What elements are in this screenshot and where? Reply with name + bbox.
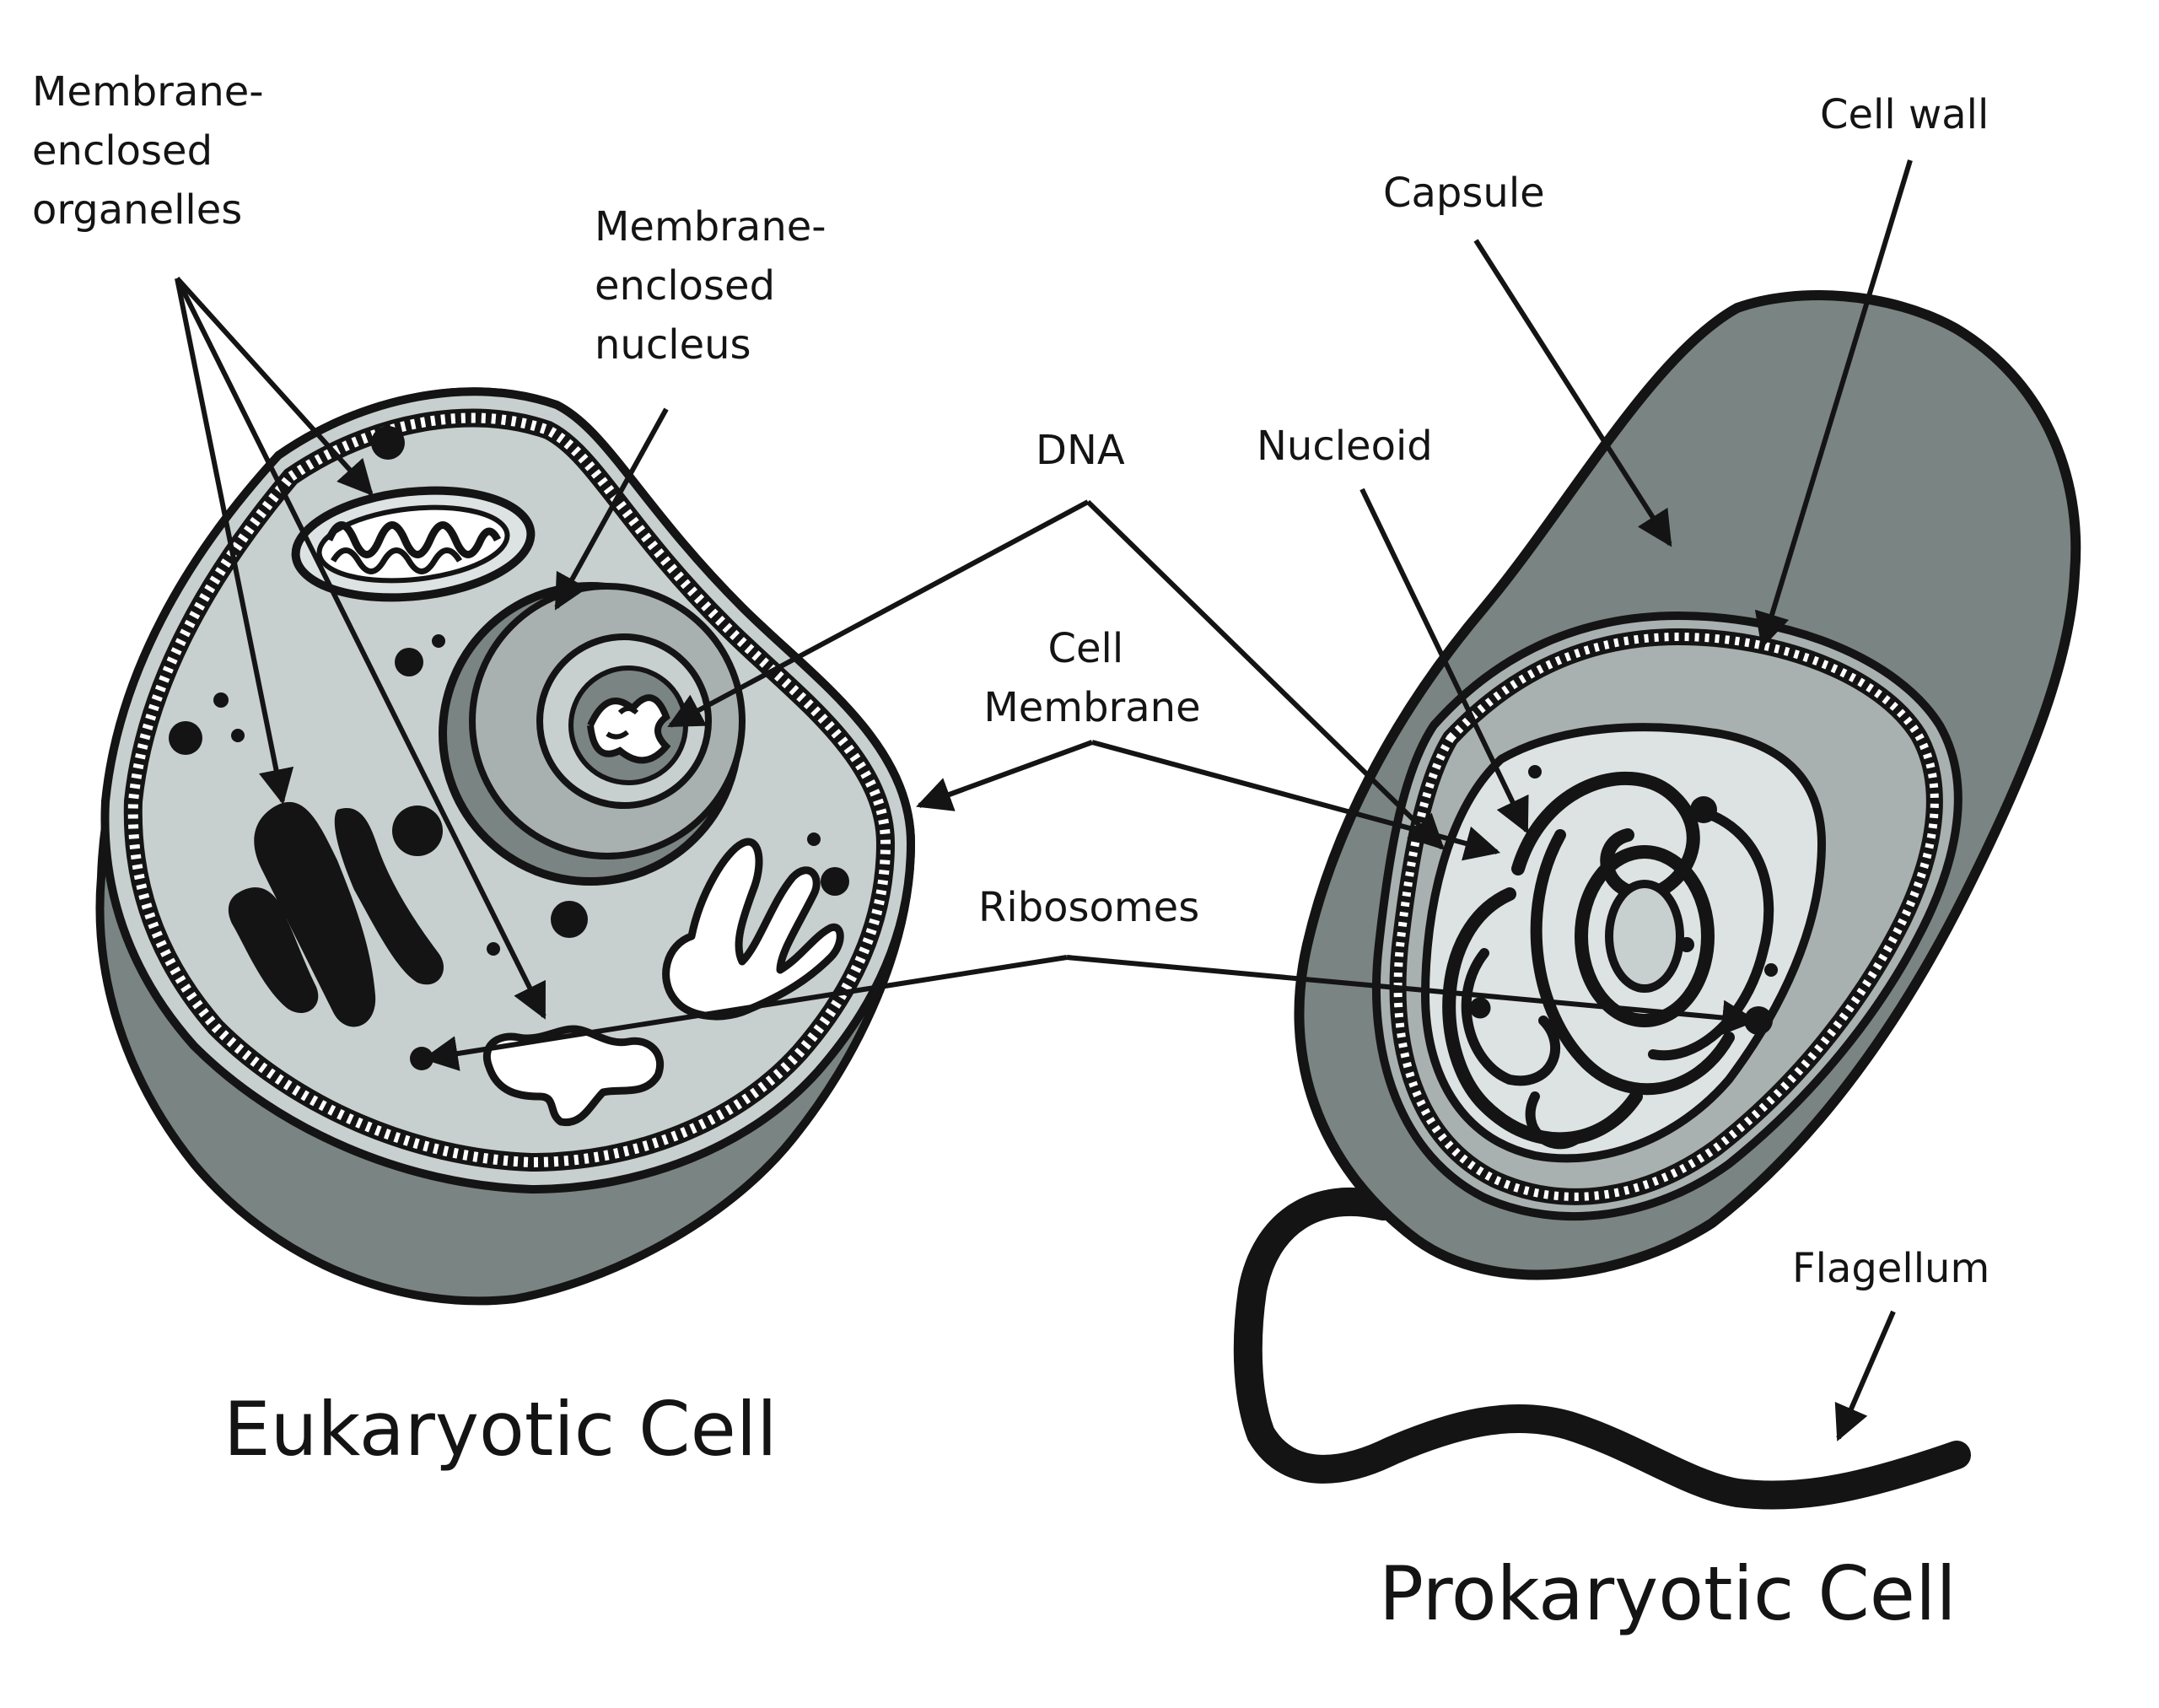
cell-wall-arrow [1754,159,1913,649]
organelles-arrow-er [175,277,546,1020]
organelles-arrow-golgi [175,277,294,806]
dna-arrow-eukaryote [667,499,1090,728]
flagellum [1233,1187,1971,1510]
eukaryotic-cell [95,387,916,1306]
title-eukaryotic-cell: Eukaryotic Cell [223,1386,778,1473]
golgi-apparatus [228,801,444,1027]
ribosomes-arrow-prokaryote [1066,955,1758,1036]
nucleus [439,582,746,886]
nucleus-dna [587,694,671,764]
eukaryotic-membrane-dashes [127,412,891,1168]
label-dna: DNA [1036,427,1125,474]
organelles-arrow-mito [175,276,374,497]
capsule-arrow [1473,239,1672,547]
label-ribosomes: Ribosomes [978,884,1199,931]
prokaryotic-cell [1233,290,2081,1510]
label-cell-wall: Cell wall [1820,91,1989,138]
label-cell-membrane: Cell Membrane [983,625,1200,731]
title-prokaryotic-cell: Prokaryotic Cell [1379,1550,1957,1637]
label-organelles: Membrane- enclosed organelles [32,68,277,234]
labels: Membrane- enclosed organelles Membrane- … [32,68,1989,1637]
vesicles [169,426,849,1070]
cell-membrane-arrow-eukaryote [916,740,1094,811]
label-capsule: Capsule [1383,170,1545,217]
endoplasmic-reticulum [483,838,844,1127]
prokaryotic-membrane-dashes [1393,632,1939,1201]
nucleoid [1442,771,1774,1150]
flagellum-arrow [1834,1310,1896,1441]
dna-arrow-prokaryote [1085,499,1446,850]
annotation-lines [175,159,1913,1441]
nucleoid-arrow [1359,488,1529,834]
cell-membrane-arrow-prokaryote [1091,740,1501,861]
label-nucleus: Membrane- enclosed nucleus [595,203,839,369]
mitochondrion [291,486,536,602]
nucleus-arrow [554,407,669,611]
label-nucleoid: Nucleoid [1257,423,1433,470]
ribosomes-arrow-eukaryote [422,955,1068,1071]
label-flagellum: Flagellum [1792,1245,1989,1292]
